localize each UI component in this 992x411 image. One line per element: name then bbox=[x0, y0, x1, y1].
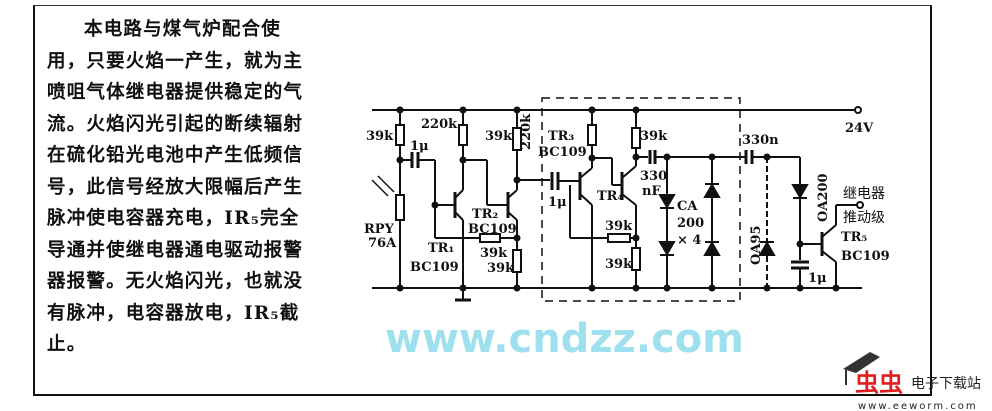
diode-bridge-1 bbox=[658, 194, 676, 209]
relay-label: 继电器 bbox=[843, 186, 885, 202]
c3-label-top: 330 bbox=[640, 169, 667, 184]
photocell-name: RPY bbox=[364, 222, 395, 237]
logo-subtitle: 电子下载站 bbox=[911, 376, 981, 392]
diode-oa95 bbox=[758, 241, 776, 256]
r4-label: 39k bbox=[487, 261, 515, 276]
resistor-r1 bbox=[395, 124, 405, 146]
resistor-r2 bbox=[458, 124, 468, 146]
tr2-label: TR₂ bbox=[472, 207, 498, 222]
tr1-type: BC109 bbox=[410, 260, 459, 275]
rf-label: 39k bbox=[480, 246, 508, 261]
r5-label: 39k bbox=[605, 219, 633, 234]
tr5-type: BC109 bbox=[841, 249, 890, 264]
c3-label-bottom: nF bbox=[642, 184, 661, 199]
resistor-r7 bbox=[631, 127, 641, 149]
tr3-type: BC109 bbox=[538, 145, 587, 160]
tr5-label: TR₅ bbox=[841, 230, 867, 245]
driver-stage-label: 推动级 bbox=[843, 210, 885, 226]
diode-bridge-3 bbox=[703, 183, 721, 198]
relay-terminal bbox=[856, 201, 864, 209]
r3b-label: 220k bbox=[519, 113, 534, 150]
photocell bbox=[395, 194, 405, 221]
bridge-label-1: CA bbox=[677, 199, 698, 214]
c1-label: 1μ bbox=[410, 139, 429, 154]
logo-url: www.eeworm.com bbox=[858, 401, 978, 411]
r8-label: 39k bbox=[605, 257, 633, 272]
photocell-type: 76A bbox=[368, 236, 397, 251]
diagram-frame bbox=[33, 5, 932, 396]
c5-label: 1μ bbox=[808, 271, 827, 286]
supply-label: 24V bbox=[845, 121, 874, 136]
r3-label: 39k bbox=[485, 129, 513, 144]
resistor-r4 bbox=[512, 249, 522, 273]
description-text: 本电路与煤气炉配合使用，只要火焰一产生，就为主喷咀气体继电器提供稳定的气流。火焰… bbox=[47, 14, 312, 361]
diode-bridge-4 bbox=[703, 241, 721, 256]
tr3-label: TR₃ bbox=[548, 129, 574, 144]
diode-bridge-2 bbox=[658, 241, 676, 256]
resistor-r6 bbox=[587, 124, 597, 146]
tr1-label: TR₁ bbox=[428, 241, 454, 256]
c4-label: 330n bbox=[742, 133, 779, 148]
limiter-module-box bbox=[541, 97, 741, 302]
diode-oa200 bbox=[791, 184, 809, 199]
bridge-label-3: × 4 bbox=[677, 233, 701, 248]
oa200-label: OA200 bbox=[816, 173, 831, 222]
resistor-r3 bbox=[512, 127, 522, 151]
c2-label: 1μ bbox=[548, 195, 567, 210]
logo-name: 虫虫 bbox=[855, 369, 903, 397]
tr4-label: TR₄ bbox=[597, 189, 623, 204]
r2-label: 220k bbox=[421, 117, 458, 132]
watermark: www.cndzz.com bbox=[385, 316, 744, 362]
graduation-cap-icon bbox=[843, 352, 880, 373]
supply-terminal bbox=[854, 106, 862, 114]
resistor-r5 bbox=[607, 233, 631, 243]
eeworm-logo: 虫虫 电子下载站 www.eeworm.com bbox=[843, 352, 981, 411]
r7-label: 39k bbox=[640, 129, 668, 144]
oa95-label: OA95 bbox=[749, 225, 764, 265]
tr2-type: BC109 bbox=[468, 222, 517, 237]
description-paragraph: 本电路与煤气炉配合使用，只要火焰一产生，就为主喷咀气体继电器提供稳定的气流。火焰… bbox=[47, 19, 304, 355]
r1-label: 39k bbox=[366, 129, 394, 144]
bridge-label-2: 200 bbox=[677, 216, 704, 231]
resistor-r8 bbox=[631, 247, 641, 271]
